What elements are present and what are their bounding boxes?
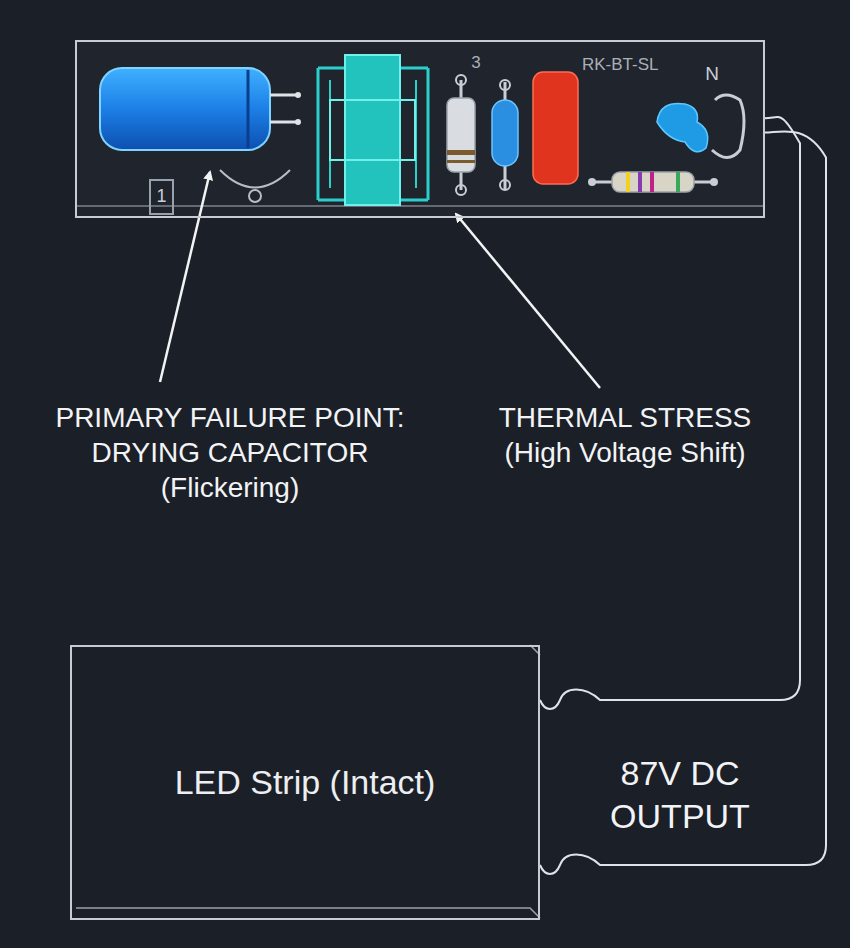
output-label: 87V DC OUTPUT	[590, 752, 770, 837]
node-text: RK-BT-SL	[582, 54, 659, 76]
electrolytic-capacitor	[100, 68, 301, 202]
transformer	[318, 55, 428, 205]
pcb-board	[75, 40, 765, 218]
x-capacitor	[533, 72, 578, 184]
wire	[540, 131, 826, 874]
thermal-callout: THERMAL STRESS (High Voltage Shift)	[475, 400, 775, 470]
failure-callout: PRIMARY FAILURE POINT: DRYING CAPACITOR …	[30, 400, 430, 505]
terminal-label: N	[700, 62, 724, 86]
leader-arrow	[160, 172, 210, 382]
callout-number: 3	[466, 52, 486, 73]
strip-edge	[76, 645, 540, 918]
pcb-board: RK-BT-SL 1	[75, 40, 765, 218]
varistor	[657, 95, 744, 158]
pin-box: 1	[149, 179, 174, 215]
node-text: 1	[156, 185, 166, 208]
film-capacitor	[492, 80, 518, 190]
leader-arrow	[456, 214, 600, 388]
led-strip: LED Strip (Intact)	[70, 645, 540, 920]
resistor-symbol	[447, 75, 475, 195]
banded-resistor	[588, 172, 718, 192]
node-text: LED Strip (Intact)	[175, 760, 436, 804]
